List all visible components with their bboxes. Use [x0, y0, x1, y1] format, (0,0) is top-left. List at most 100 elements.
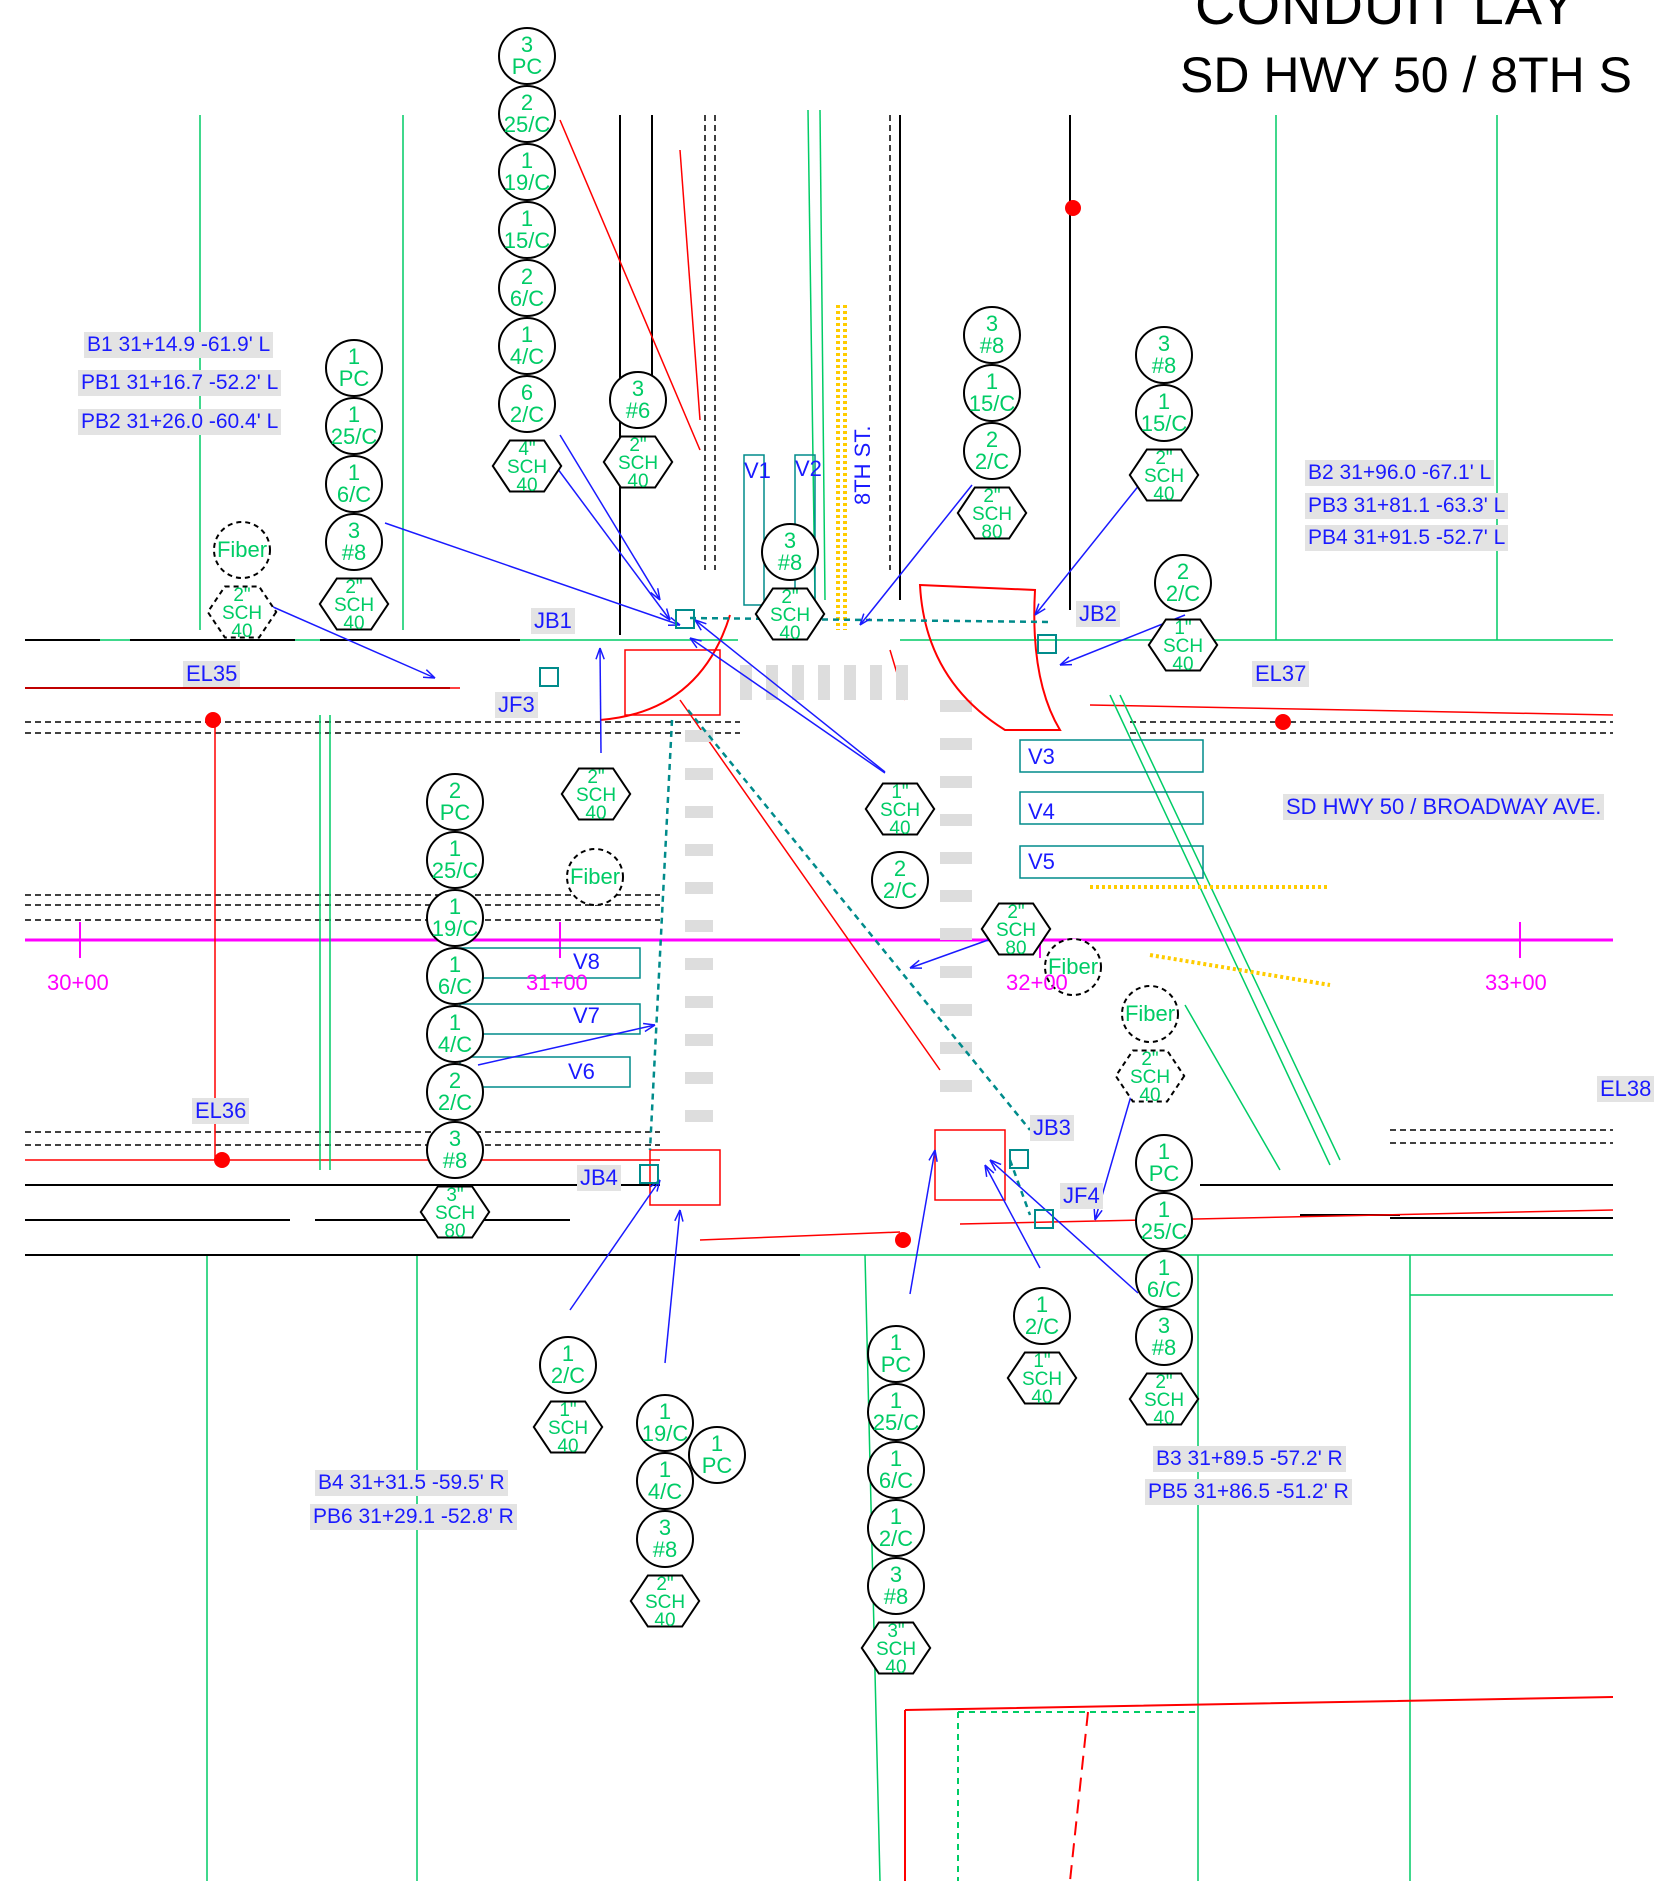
- jb3-label: JB3: [1030, 1115, 1074, 1141]
- conduit-stack: Fiber: [1044, 938, 1102, 996]
- pipe-hex: [1147, 618, 1219, 672]
- power-line: [1089, 704, 1614, 716]
- arrow-head: [659, 608, 671, 621]
- cable-bubble: Fiber: [213, 521, 271, 579]
- power-dash: [1069, 1711, 1089, 1881]
- arrow-head: [1034, 603, 1046, 616]
- cable-text: 2": [781, 587, 798, 608]
- cable-text: 3: [659, 1515, 671, 1540]
- cable-bubble: 3#8: [1135, 326, 1193, 384]
- station-31: 31+00: [526, 970, 588, 995]
- sanitary-line: [819, 109, 826, 601]
- conduit-leader: [559, 434, 661, 601]
- cable-bubble: 22/C: [1154, 554, 1212, 612]
- junction-box: [539, 667, 559, 687]
- cable-text: 1: [521, 206, 533, 231]
- detector-box: [459, 1056, 631, 1088]
- cable-text: 2/C: [975, 449, 1009, 474]
- crosswalk-bar: [870, 665, 882, 700]
- jb2-label: JB2: [1076, 601, 1120, 627]
- cable-circle: [867, 1383, 925, 1441]
- cable-bubble: 14/C: [426, 1005, 484, 1063]
- offset-b2: B2 31+96.0 -67.1' L: [1305, 460, 1495, 486]
- cable-bubble: 16/C: [325, 455, 383, 513]
- conduit-leader: [694, 619, 886, 773]
- cable-bubble: 125/C: [426, 831, 484, 889]
- cable-circle: [426, 1063, 484, 1121]
- cable-text: 4/C: [648, 1479, 682, 1504]
- offset-pb5: PB5 31+86.5 -51.2' R: [1145, 1479, 1352, 1505]
- arrow-head: [422, 669, 436, 679]
- cable-bubble: 3#8: [636, 1510, 694, 1568]
- cable-text: 3: [784, 528, 796, 553]
- cable-text: #8: [342, 540, 366, 565]
- station-32: 32+00: [1006, 970, 1068, 995]
- cable-text: 6: [521, 380, 533, 405]
- el37-label: EL37: [1252, 661, 1310, 687]
- fiber-line: [1149, 953, 1331, 987]
- crosswalk-bar: [685, 882, 713, 894]
- cable-text: #8: [1152, 1335, 1176, 1360]
- cable-text: 3": [887, 1621, 904, 1642]
- cable-text: 19/C: [504, 170, 551, 195]
- cable-text: 1: [711, 1431, 723, 1456]
- cable-bubble: 22/C: [426, 1063, 484, 1121]
- crosswalk-bar: [940, 928, 972, 940]
- cable-text: PC: [440, 800, 471, 825]
- cable-text: 2": [1141, 1049, 1158, 1070]
- cable-bubble: Fiber: [1044, 938, 1102, 996]
- cable-text: 15/C: [1141, 411, 1188, 436]
- cable-text: PC: [339, 366, 370, 391]
- cable-circle: [498, 259, 556, 317]
- cable-bubble: Fiber: [1121, 985, 1179, 1043]
- cable-bubble: 3#8: [867, 1557, 925, 1615]
- el35-label: EL35: [183, 661, 241, 687]
- cable-circle: [1135, 384, 1193, 442]
- cable-circle: [636, 1394, 694, 1452]
- cable-text: 1: [659, 1399, 671, 1424]
- cable-text: #8: [653, 1537, 677, 1562]
- cable-text: 2": [1155, 1372, 1172, 1393]
- crosswalk-bar: [685, 920, 713, 932]
- cable-text: 2: [894, 856, 906, 881]
- cable-text: 1: [1036, 1292, 1048, 1317]
- cable-text: PC: [512, 54, 543, 79]
- cable-text: 80: [444, 1221, 465, 1242]
- cable-text: 1: [1158, 1139, 1170, 1164]
- cable-bubble: 125/C: [867, 1383, 925, 1441]
- conduit-run: [689, 616, 1051, 624]
- cable-text: 2": [656, 1574, 673, 1595]
- conduit-leader: [569, 1179, 661, 1311]
- cable-text: 40: [885, 1657, 906, 1678]
- arrow-head: [595, 647, 605, 660]
- cable-text: Fiber: [1048, 954, 1098, 979]
- pipe-hex: [980, 902, 1052, 956]
- crosswalk-bar: [940, 1042, 972, 1054]
- arrow-head: [1093, 1207, 1103, 1221]
- cable-circle: [498, 143, 556, 201]
- station-30: 30+00: [47, 970, 109, 995]
- v7-label: V7: [573, 1003, 600, 1028]
- cable-bubble: 119/C: [498, 143, 556, 201]
- cable-text: 1": [559, 1400, 576, 1421]
- cable-text: 2: [1177, 559, 1189, 584]
- cable-circle: [1121, 985, 1179, 1043]
- pipe-hex: [419, 1185, 491, 1239]
- cable-bubble: 14/C: [498, 317, 556, 375]
- cable-text: 2": [345, 577, 362, 598]
- cable-text: 2": [983, 486, 1000, 507]
- cable-text: 19/C: [642, 1421, 689, 1446]
- cable-text: 6/C: [337, 482, 371, 507]
- cable-text: 15/C: [504, 228, 551, 253]
- cable-text: 1: [449, 952, 461, 977]
- v1-label: V1: [744, 458, 771, 483]
- crosswalk-bar: [896, 665, 908, 700]
- cable-circle: [1044, 938, 1102, 996]
- cable-bubble: 1PC: [867, 1325, 925, 1383]
